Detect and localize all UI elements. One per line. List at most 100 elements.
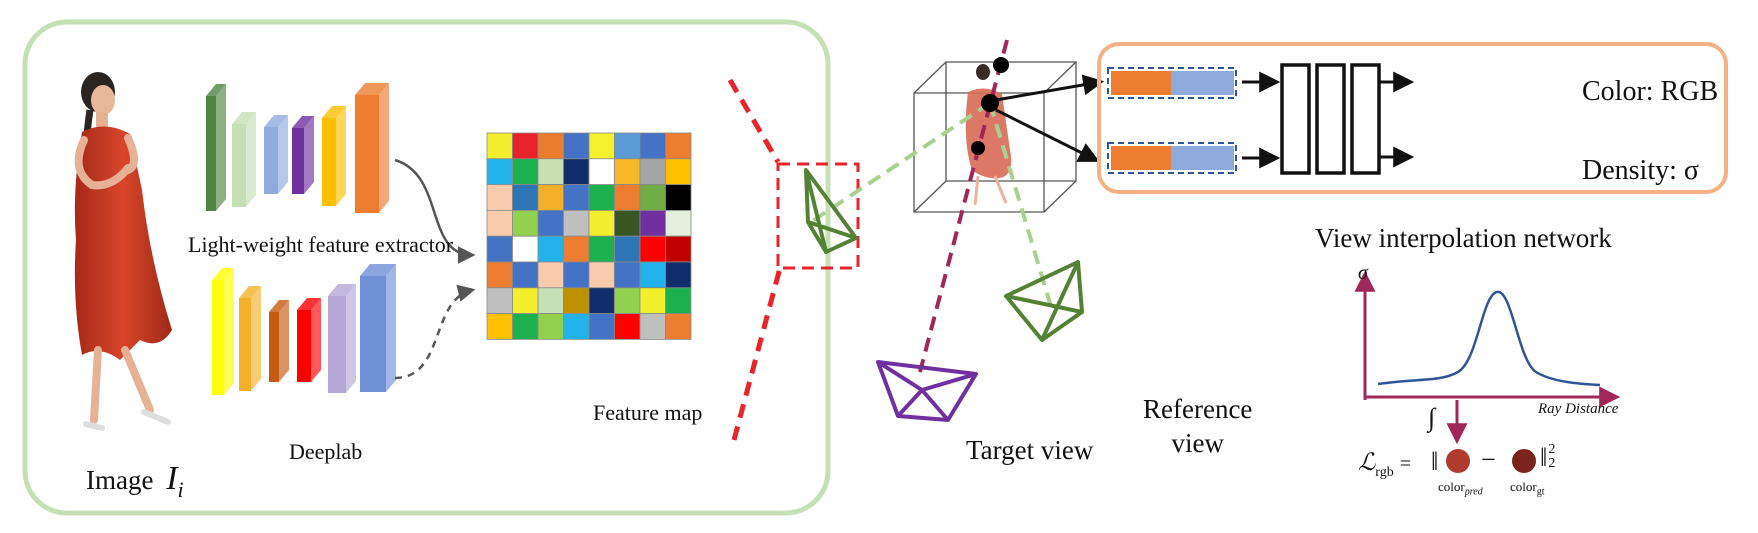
feature-map-cell — [512, 132, 539, 160]
feature-map-cell — [614, 261, 641, 289]
feature-map-cell — [639, 313, 666, 340]
feature-map-grid — [486, 132, 692, 340]
feature-map-cell — [563, 209, 590, 237]
feature-map-cell — [486, 158, 513, 186]
feature-map-cell — [537, 158, 564, 186]
feature-map-cell — [588, 184, 615, 211]
feature-map-cell — [614, 287, 641, 314]
deeplab-layers — [212, 264, 396, 395]
feature-map-cell — [537, 235, 564, 263]
feature-map-cell — [639, 287, 666, 314]
color-output-label: Color: RGB — [1582, 76, 1719, 107]
feature-map-cell — [486, 235, 513, 263]
feature-map-cell — [639, 209, 666, 237]
feature-map-label: Feature map — [593, 400, 703, 425]
feature-map-cell — [512, 158, 539, 186]
gt-color-dot — [1512, 449, 1536, 473]
deeplab-to-featuremap-arrow — [394, 284, 476, 380]
feature-map-cell — [588, 287, 615, 314]
network-title: View interpolation network — [1315, 223, 1612, 253]
feature-map-cell — [537, 132, 564, 160]
norm-open: ‖ — [1431, 447, 1439, 476]
feature-map-cell — [665, 313, 692, 340]
feature-map-cell — [588, 261, 615, 289]
network-layer — [355, 83, 389, 213]
deeplab-label: Deeplab — [289, 439, 363, 464]
feature-map-cell — [563, 313, 590, 340]
sample-point-mid — [981, 94, 999, 112]
network-layer — [212, 268, 234, 395]
feature-map-cell — [563, 261, 590, 289]
network-layer — [328, 284, 356, 393]
feature-map-cell — [588, 132, 615, 160]
feature-map-cell — [512, 261, 539, 289]
reference-camera — [1004, 260, 1084, 342]
feature-map-cell — [486, 184, 513, 211]
feature-map-cell — [563, 132, 590, 160]
sample-point-top — [993, 57, 1009, 73]
feature-map-cell — [665, 287, 692, 314]
feature-map-cell — [512, 235, 539, 263]
feature-map-cell — [486, 261, 513, 289]
network-layer — [206, 84, 226, 211]
feature-map-cell — [639, 132, 666, 160]
feature-map-cell — [486, 313, 513, 340]
light-weight-extractor-layers — [206, 83, 389, 213]
scene-bounding-box — [913, 61, 1077, 213]
reference-ray-left — [806, 101, 992, 226]
feature-map-cell — [486, 209, 513, 237]
feature-map-cell — [639, 261, 666, 289]
feature-map-cell — [614, 158, 641, 186]
pred-color-dot — [1446, 449, 1470, 473]
feature-map-cell — [563, 158, 590, 186]
feature-map-cell — [614, 313, 641, 340]
feature-vector-top — [1107, 67, 1237, 99]
sample-point-low — [971, 141, 985, 155]
feature-map-cell — [588, 313, 615, 340]
point-to-network-arrow-bottom — [995, 108, 1100, 162]
density-x-label: Ray Distance — [1538, 401, 1619, 417]
network-panel — [1097, 42, 1728, 194]
pred-color-label: colorpred — [1438, 479, 1483, 498]
network-layer — [292, 116, 314, 194]
feature-map-cell — [588, 158, 615, 186]
network-layer — [239, 286, 261, 391]
feature-map-cell — [665, 209, 692, 237]
feature-map-cell — [537, 261, 564, 289]
feature-map-cell — [512, 287, 539, 314]
mlp-layers — [1280, 63, 1381, 175]
density-y-label: σ — [1358, 262, 1368, 284]
integral-symbol: ∫ — [1428, 403, 1436, 432]
network-layer — [269, 300, 289, 382]
target-view-label: Target view — [966, 435, 1094, 465]
feature-map-cell — [563, 287, 590, 314]
network-layer — [360, 264, 396, 392]
loss-minus: − — [1481, 445, 1496, 474]
person-image — [74, 72, 172, 431]
feature-map-cell — [537, 287, 564, 314]
camera-highlight-box — [776, 162, 860, 270]
feature-map-cell — [665, 261, 692, 289]
feature-map-cell — [537, 184, 564, 211]
loss-symbol: ℒrgb = — [1358, 450, 1411, 480]
feature-map-cell — [563, 184, 590, 211]
feature-map-cell — [665, 184, 692, 211]
extractor-label: Light-weight feature extractor — [188, 232, 454, 257]
feature-map-cell — [614, 209, 641, 237]
reference-camera-highlighted — [804, 168, 858, 254]
feature-map-cell — [588, 209, 615, 237]
feature-map-cell — [512, 184, 539, 211]
feature-map-cell — [537, 313, 564, 340]
feature-map-cell — [639, 184, 666, 211]
feature-map-cell — [614, 184, 641, 211]
feature-vector-bottom — [1107, 142, 1237, 174]
network-layer — [264, 115, 288, 194]
image-label-text: Image — [86, 465, 154, 495]
point-to-network-arrow-top — [995, 74, 1105, 102]
feature-map-cell — [486, 287, 513, 314]
extractor-to-featuremap-arrow — [394, 158, 476, 264]
feature-map-cell — [486, 132, 513, 160]
feature-map-cell — [665, 158, 692, 186]
